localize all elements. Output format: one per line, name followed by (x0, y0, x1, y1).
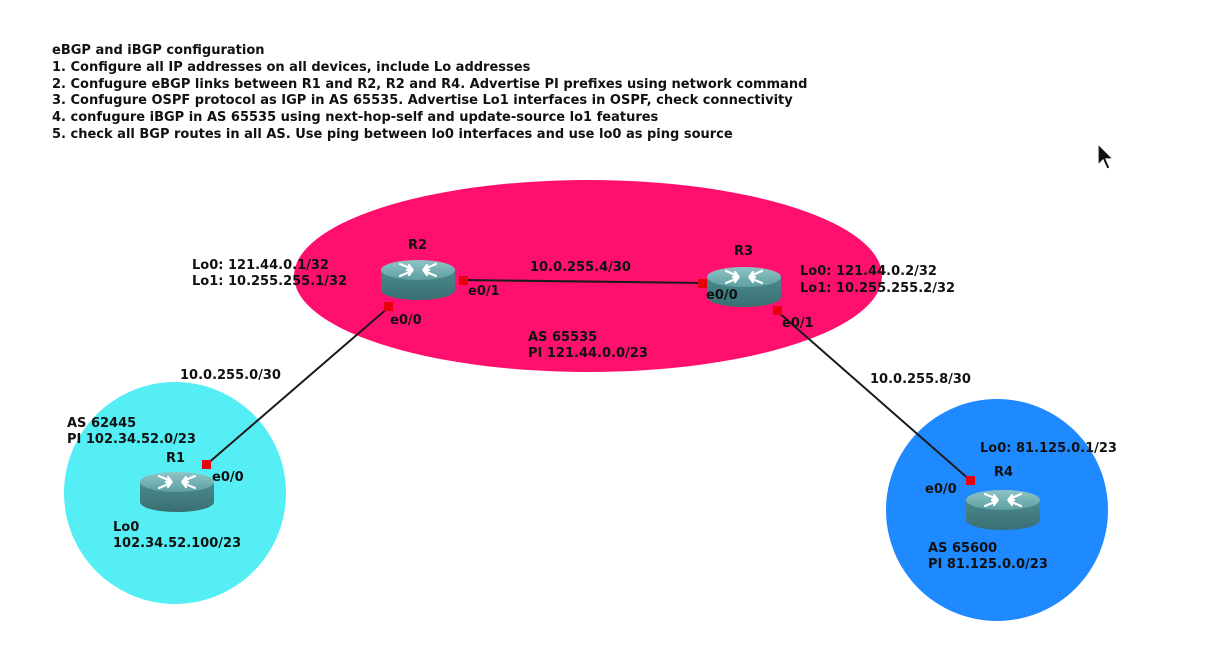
instruction-step: 3. Confugure OSPF protocol as IGP in AS … (52, 93, 793, 109)
link-r1-r2-label: 10.0.255.0/30 (180, 368, 281, 383)
r4-name: R4 (994, 465, 1014, 480)
port-r4-e00 (966, 476, 975, 485)
link-r2-r3-label: 10.0.255.4/30 (530, 260, 631, 275)
router-icon[interactable] (964, 488, 1042, 532)
r3-e01-label: e0/1 (782, 316, 814, 331)
r1-lo0-label: Lo0 (113, 520, 140, 535)
r3-lo0: Lo0: 121.44.0.2/32 (800, 264, 937, 279)
as65600-pi: PI 81.125.0.0/23 (928, 557, 1048, 572)
r3-name: R3 (734, 244, 754, 259)
instruction-step: 4. confugure iBGP in AS 65535 using next… (52, 110, 659, 126)
r2-lo0: Lo0: 121.44.0.1/32 (192, 258, 329, 273)
r1-name: R1 (166, 451, 186, 466)
router-icon[interactable] (379, 258, 457, 302)
r4-e00-label: e0/0 (925, 482, 957, 497)
port-r2-e00 (384, 302, 393, 311)
link-r3-r4-label: 10.0.255.8/30 (870, 372, 971, 387)
as65600-label: AS 65600 (928, 541, 998, 556)
instructions-title: eBGP and iBGP configuration (52, 43, 265, 58)
mouse-cursor-icon (1097, 143, 1115, 170)
as65535-pi: PI 121.44.0.0/23 (528, 346, 648, 361)
instruction-step: 2. Confugure eBGP links between R1 and R… (52, 76, 808, 92)
r1-e00-label: e0/0 (212, 470, 244, 485)
port-r3-e01 (773, 306, 782, 315)
r3-e00-label: e0/0 (706, 288, 738, 303)
r3-lo1: Lo1: 10.255.255.2/32 (800, 281, 956, 296)
as62445-label: AS 62445 (67, 416, 137, 431)
as62445-pi: PI 102.34.52.0/23 (67, 432, 196, 447)
r1-lo0-address: 102.34.52.100/23 (113, 536, 242, 551)
r2-e01-label: e0/1 (468, 284, 500, 299)
r4-lo0: Lo0: 81.125.0.1/23 (980, 441, 1117, 456)
link-r3-r4 (776, 310, 972, 482)
instruction-step: 1. Configure all IP addresses on all dev… (52, 59, 531, 75)
link-r1-r2 (205, 306, 390, 466)
link-r2-r3 (462, 279, 704, 284)
instruction-step: 5. check all BGP routes in all AS. Use p… (52, 126, 733, 142)
as65535-label: AS 65535 (528, 330, 598, 345)
r2-name: R2 (408, 238, 428, 253)
r2-e00-label: e0/0 (390, 313, 422, 328)
r2-lo1: Lo1: 10.255.255.1/32 (192, 274, 348, 289)
router-icon[interactable] (138, 470, 216, 514)
port-r1-e00 (202, 460, 211, 469)
as65535-area (294, 180, 882, 372)
instructions: eBGP and iBGP configuration 1. Configure… (52, 43, 807, 144)
port-r2-e01 (459, 276, 468, 285)
port-r3-e00 (698, 279, 707, 288)
